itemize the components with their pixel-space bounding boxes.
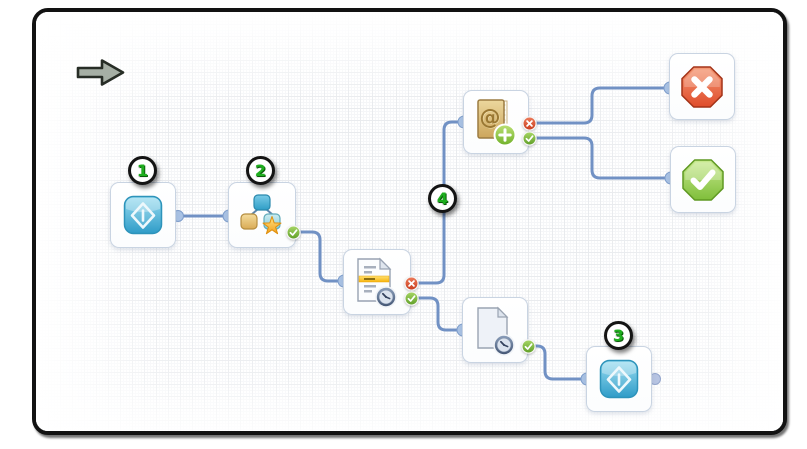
- ok-success-node[interactable]: [670, 146, 736, 213]
- address-book-add-icon: @ @: [477, 99, 517, 147]
- grouped-objects-star-icon: [240, 194, 282, 235]
- start-event-icon: [123, 195, 163, 235]
- task-success-port-icon[interactable]: [286, 225, 301, 240]
- step-badge-2-label: 2: [254, 160, 267, 180]
- document-wait-node[interactable]: [462, 297, 528, 363]
- docreview-failure-port-icon[interactable]: [404, 276, 419, 291]
- connector-email-to-ok-success[interactable]: [530, 136, 669, 180]
- step-badge-1-label: 1: [136, 160, 149, 180]
- step-badge-3: 3: [604, 321, 633, 350]
- stop-x-octagon-icon: [681, 65, 723, 108]
- email-success-port-icon[interactable]: [522, 131, 537, 146]
- check-octagon-icon: [682, 158, 724, 201]
- svg-text:@: @: [480, 105, 501, 129]
- end-event-icon: [599, 359, 639, 399]
- docwait-success-port-icon[interactable]: [521, 339, 536, 354]
- connector-docreview-to-docwait-success[interactable]: [412, 296, 461, 332]
- document-clock-icon: [357, 257, 397, 308]
- connector-email-to-stop-failure[interactable]: [530, 86, 668, 125]
- stop-error-node[interactable]: [669, 53, 735, 120]
- email-failure-port-icon[interactable]: [522, 116, 537, 131]
- start-event-node[interactable]: [110, 182, 176, 248]
- email-contact-node[interactable]: @ @: [463, 90, 529, 154]
- step-badge-3-label: 3: [612, 325, 625, 345]
- step-badge-2: 2: [246, 156, 275, 185]
- pointer-arrow-icon: [76, 59, 125, 86]
- step-badge-4: 4: [428, 184, 457, 213]
- blank-document-clock-icon: [477, 306, 515, 356]
- end-event-node[interactable]: [586, 346, 652, 412]
- docreview-success-port-icon[interactable]: [404, 291, 419, 306]
- step-badge-4-label: 4: [436, 188, 449, 208]
- connector-task-to-docreview[interactable]: [293, 230, 342, 283]
- connector-docwait-to-end-success[interactable]: [529, 344, 585, 381]
- step-badge-1: 1: [128, 156, 157, 185]
- document-review-node[interactable]: [343, 249, 411, 315]
